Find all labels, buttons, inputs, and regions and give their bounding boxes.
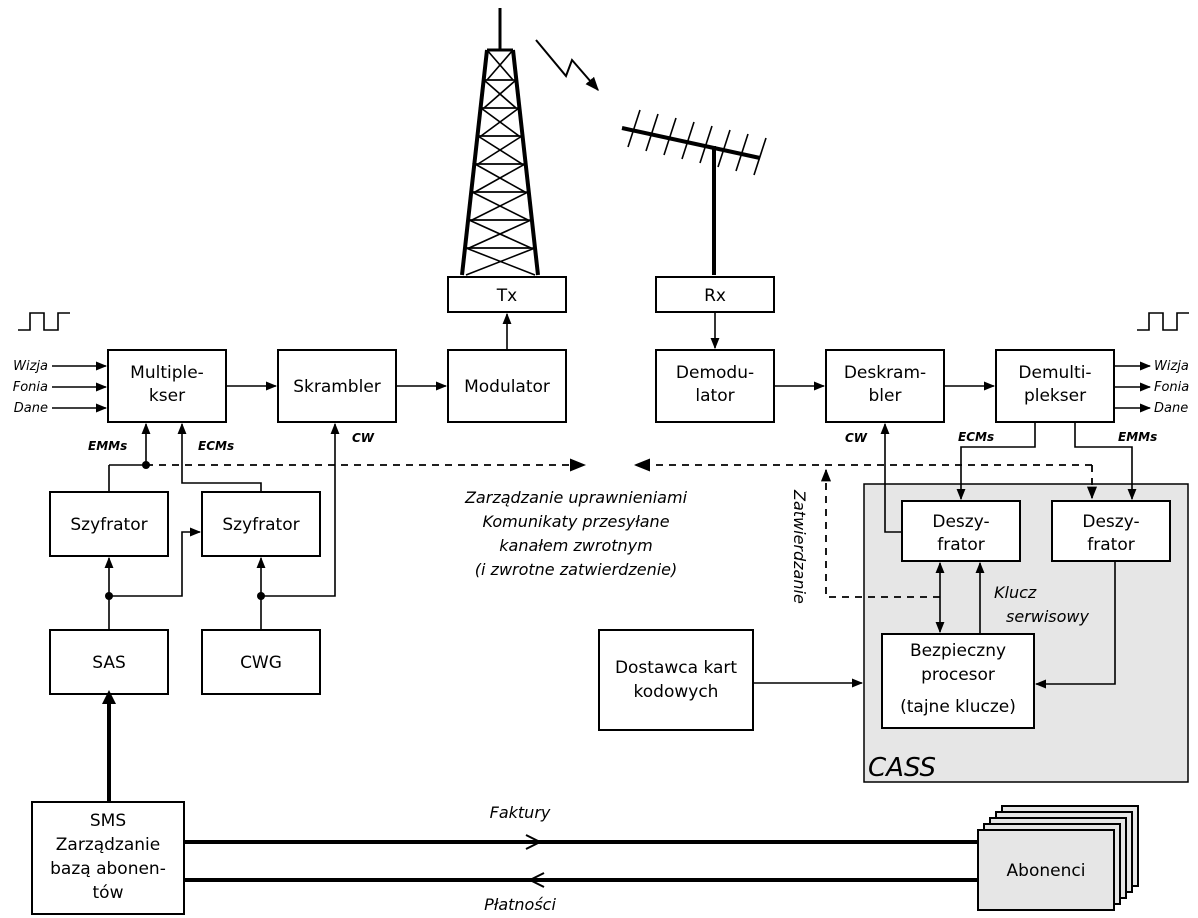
block-label: CWG — [240, 653, 282, 673]
transmitter-tower-icon — [460, 8, 540, 276]
multiplekser-block: Multiple- kser — [107, 349, 227, 423]
radio-signal-icon — [535, 39, 599, 92]
output-label: Wizja — [1154, 359, 1189, 374]
block-label: Zarządzanie — [56, 835, 160, 855]
block-label: tów — [93, 883, 124, 903]
block-label: SMS — [90, 811, 126, 831]
serwisowy-label: serwisowy — [1006, 607, 1090, 626]
input-label: Fonia — [13, 380, 48, 395]
rx-block: Rx — [655, 276, 775, 313]
cw-label: CW — [352, 431, 375, 445]
output-label: Dane — [1154, 401, 1188, 416]
block-label: SAS — [92, 653, 126, 673]
block-label: Modulator — [464, 377, 550, 397]
zatwierdzanie-label: Zatwierdzanie — [790, 489, 809, 604]
tx-block: Tx — [447, 276, 567, 313]
block-label: Dostawca kart — [615, 658, 737, 678]
input-label: Wizja — [13, 359, 48, 374]
receiver-antenna-icon — [621, 109, 767, 275]
szyfrator-right-block: Szyfrator — [201, 491, 321, 557]
block-label: (i zwrotne zatwierdzenie) — [475, 560, 677, 579]
block-label: kser — [149, 386, 185, 406]
deszyfrator-left-block: Deszy- frator — [901, 500, 1021, 562]
cass-label: CASS — [868, 753, 936, 783]
return-channel-annotation: Zarządzanie uprawnieniami Komunikaty prz… — [464, 488, 688, 579]
demodulator-block: Demodu- lator — [655, 349, 775, 423]
block-label: Demodu- — [676, 363, 754, 383]
block-label: lator — [695, 386, 734, 406]
outputs: Wizja Fonia Dane — [1114, 359, 1189, 416]
demultiplekser-block: Demulti- plekser — [995, 349, 1115, 423]
platnosci-label: Płatności — [484, 895, 556, 914]
block-label: Skrambler — [293, 377, 381, 397]
skrambler-block: Skrambler — [277, 349, 397, 423]
block-label: kodowych — [634, 682, 719, 702]
block-label: frator — [937, 535, 984, 555]
block-label: bazą abonen- — [50, 859, 166, 879]
block-label: kanałem zwrotnym — [499, 536, 652, 555]
block-label: Deszy- — [932, 512, 989, 532]
square-wave-icon-left — [18, 312, 70, 331]
input-label: Dane — [14, 401, 48, 416]
sas-block: SAS — [49, 629, 169, 695]
deskrambler-block: Deskram- bler — [825, 349, 945, 423]
block-label: Rx — [704, 286, 726, 306]
abonenci-block: Abonenci — [977, 805, 1139, 911]
block-label: Deszy- — [1082, 512, 1139, 532]
block-label: Abonenci — [1007, 861, 1086, 881]
block-label: Bezpieczny — [910, 641, 1006, 661]
emms-right-label: EMMs — [1118, 430, 1157, 444]
block-label: Deskram- — [844, 363, 926, 383]
block-label: bler — [869, 386, 902, 406]
ecms-label: ECMs — [198, 439, 234, 453]
square-wave-icon-right — [1137, 312, 1189, 331]
block-label: plekser — [1024, 386, 1086, 406]
szyfrator-left-block: Szyfrator — [49, 491, 169, 557]
klucz-label: Klucz — [994, 583, 1037, 602]
modulator-block: Modulator — [447, 349, 567, 423]
block-label: Tx — [496, 286, 517, 306]
cwg-block: CWG — [201, 629, 321, 695]
dostawca-kart-block: Dostawca kart kodowych — [598, 629, 754, 731]
sms-block: SMS Zarządzanie bazą abonen- tów — [31, 801, 185, 915]
emms-label: EMMs — [88, 439, 127, 453]
block-label: Szyfrator — [70, 515, 147, 535]
faktury-label: Faktury — [490, 803, 551, 822]
block-label: Demulti- — [1018, 363, 1091, 383]
cw-right-label: CW — [845, 431, 868, 445]
block-label: Szyfrator — [222, 515, 299, 535]
inputs: Wizja Fonia Dane — [13, 359, 108, 416]
block-label: (tajne klucze) — [900, 697, 1016, 717]
block-label: procesor — [921, 665, 995, 685]
block-label: Multiple- — [130, 363, 204, 383]
block-label: Zarządzanie uprawnieniami — [464, 488, 688, 507]
deszyfrator-right-block: Deszy- frator — [1051, 500, 1171, 562]
ecms-right-label: ECMs — [958, 430, 994, 444]
output-label: Fonia — [1154, 380, 1189, 395]
block-label: frator — [1087, 535, 1134, 555]
bezpieczny-procesor-block: Bezpieczny procesor (tajne klucze) — [881, 633, 1035, 729]
block-label: Komunikaty przesyłane — [482, 512, 669, 531]
